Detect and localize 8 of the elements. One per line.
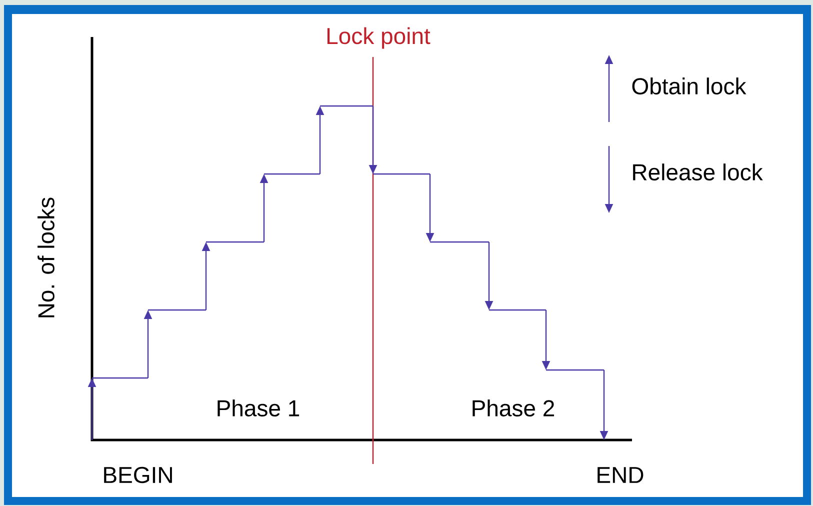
axis-label: Lock point [327,27,430,49]
legend-label: Release lock [633,164,763,180]
axis-label: BEGIN [104,466,172,484]
legend-label: Obtain lock [632,78,746,94]
phase-label: Phase 1 [218,400,300,416]
phase-label: Phase 2 [472,400,554,416]
axis-label: No. of locks [38,198,54,318]
axis-label: END [598,467,644,483]
